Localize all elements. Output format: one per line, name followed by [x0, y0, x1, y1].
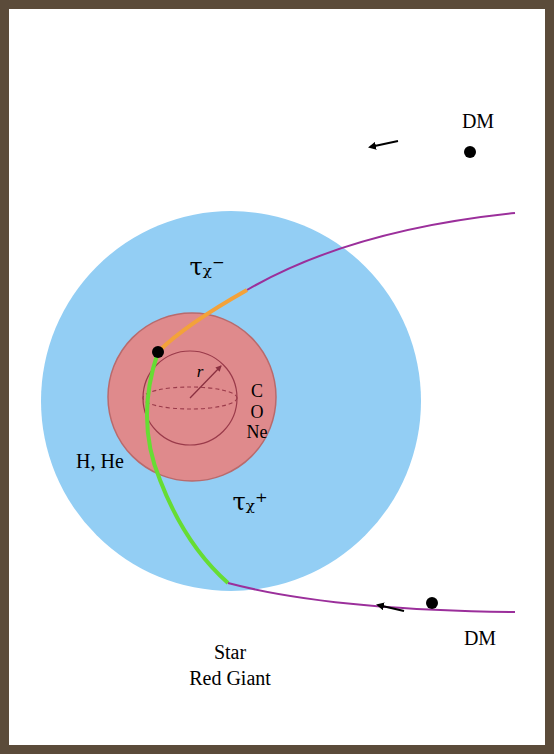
dm-path [228, 583, 515, 612]
scatter-point [152, 346, 164, 358]
sphere-equator [143, 387, 237, 409]
star-envelope: H, He C O Ne [40, 210, 422, 592]
time-label: τᵪ⁺ [232, 489, 267, 517]
star-label: Star [214, 641, 246, 664]
ingoing-path [158, 290, 247, 352]
dm-particle [426, 597, 438, 609]
outgoing-path [147, 352, 228, 583]
star-core: C O Ne [107, 312, 277, 482]
direction-arrow [378, 605, 404, 611]
star-core-circle [108, 313, 276, 481]
dm-path [247, 213, 515, 290]
envelope-composition: H, He [76, 450, 124, 473]
time-label: τᵪ⁻ [189, 254, 224, 282]
star-envelope-circle [41, 211, 421, 591]
dm-label: DM [462, 110, 494, 133]
sphere-outline [143, 351, 237, 445]
direction-arrow [370, 141, 398, 147]
radius-arrow [190, 366, 221, 398]
dm-label: DM [464, 627, 496, 650]
dm-particle [464, 146, 476, 158]
radius-label: r [197, 362, 204, 382]
core-composition: C O Ne [243, 381, 271, 443]
star-type-label: Red Giant [189, 667, 271, 690]
